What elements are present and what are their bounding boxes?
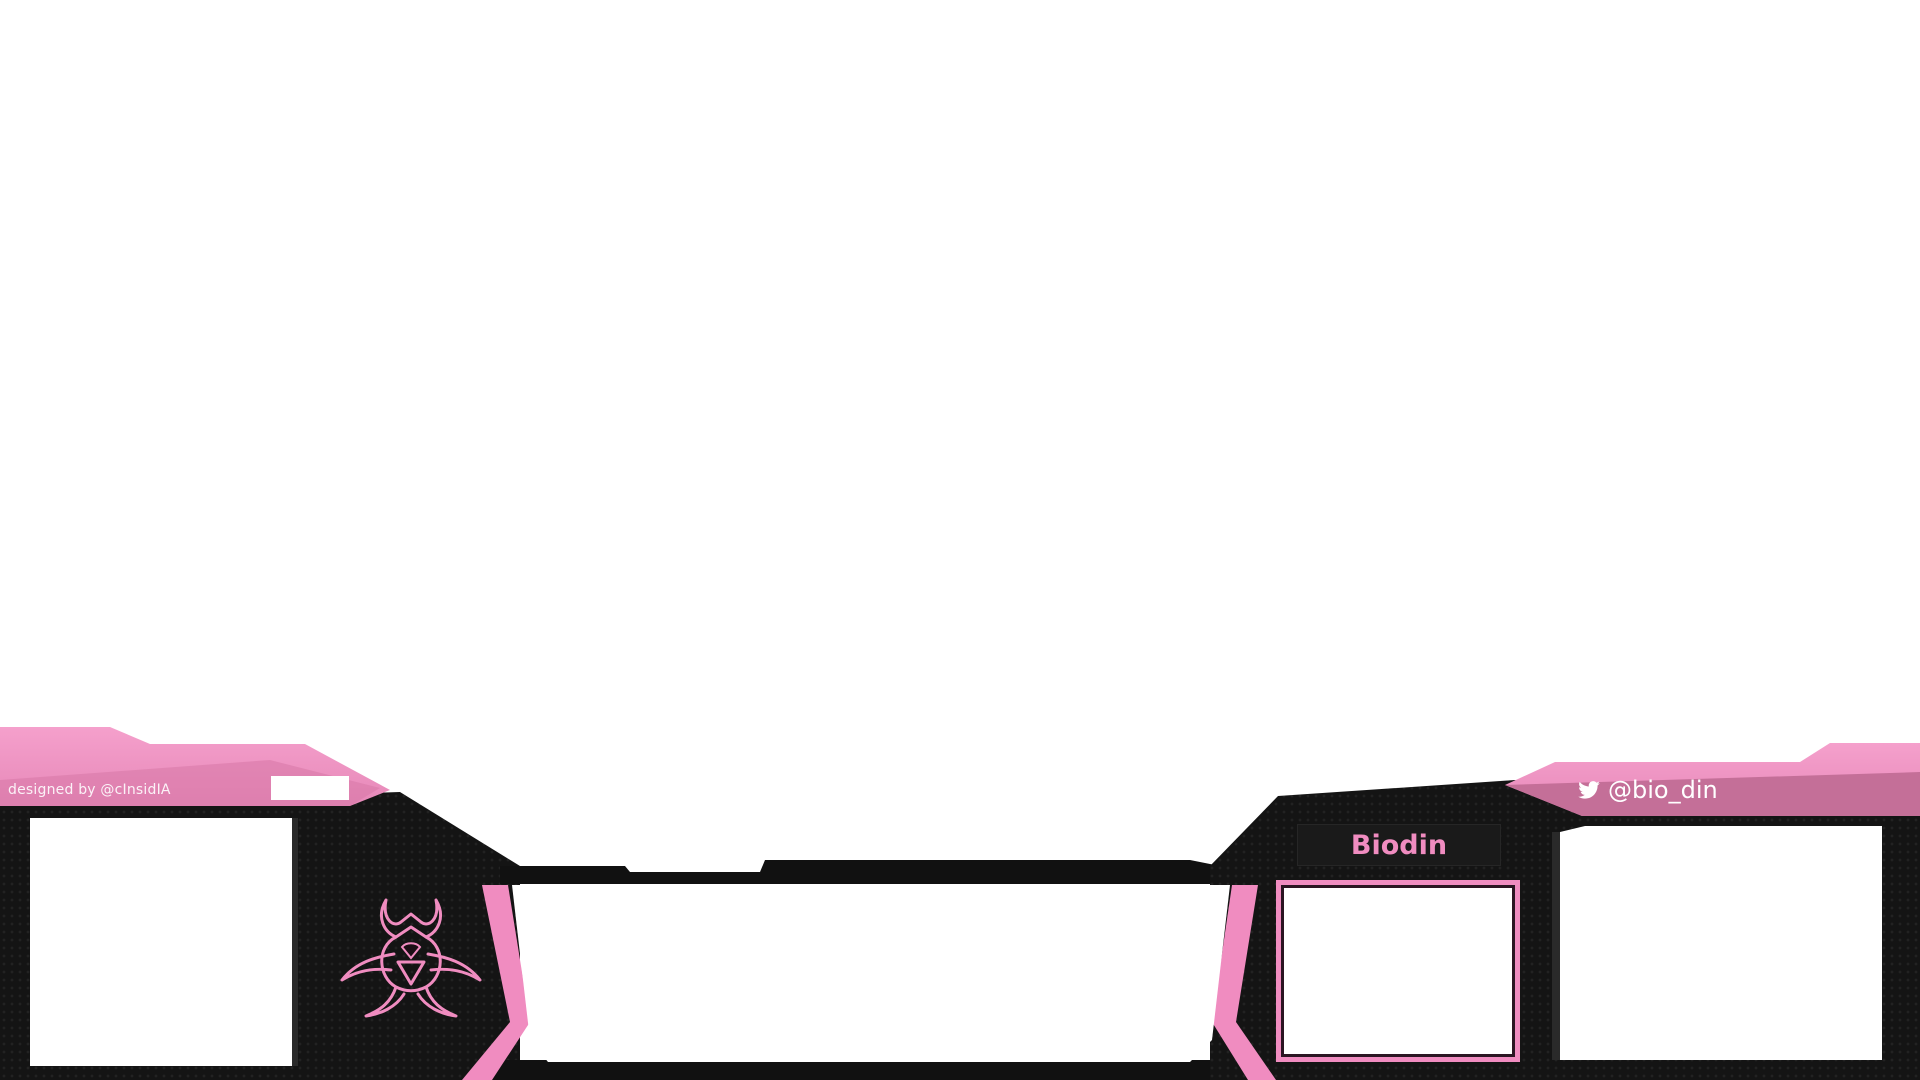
center-left-pink-bracket [462,885,530,1080]
center-bottom-strip [480,1060,1260,1080]
right-pink-banner-shadow [1505,772,1920,816]
right-info-panel [1560,826,1882,1060]
twitter-handle-group: @bio_din [1578,774,1718,806]
tribal-horned-knot-icon [340,898,482,1018]
twitter-handle-text: @bio_din [1608,776,1718,804]
center-right-pink-bracket [1212,885,1276,1080]
right-panel-edge [1552,832,1560,1060]
left-camera-panel [30,818,292,1066]
left-banner-slot [271,776,349,800]
streamer-name-plate: Biodin [1297,824,1501,866]
webcam-panel [1284,888,1512,1054]
center-top-bar [500,860,1220,884]
center-game-panel [512,885,1230,1062]
twitter-bird-icon [1578,781,1600,799]
designer-credit: designed by @cInsidIA [8,782,171,798]
left-panel-edge [292,818,298,1066]
